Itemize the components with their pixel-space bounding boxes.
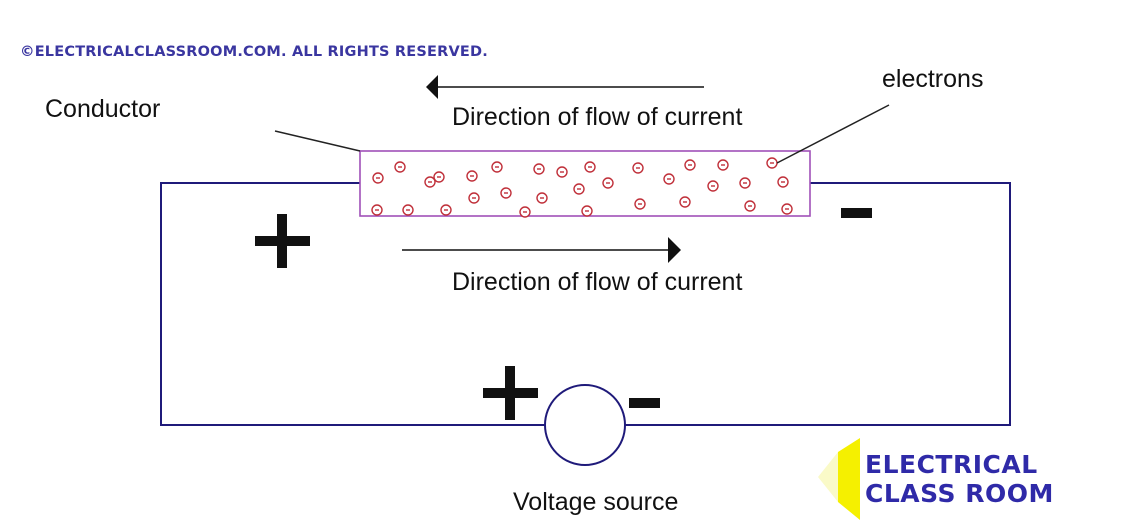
electron-icon bbox=[466, 170, 478, 182]
electron-icon bbox=[766, 157, 778, 169]
electron-icon bbox=[739, 177, 751, 189]
electron-icon bbox=[634, 198, 646, 210]
conductor-label: Conductor bbox=[45, 95, 161, 123]
electron-icon bbox=[519, 206, 531, 218]
electron-icon bbox=[684, 159, 696, 171]
electron-icon bbox=[581, 205, 593, 217]
electron-icon bbox=[707, 180, 719, 192]
current-arrow-top-head bbox=[426, 75, 438, 99]
electrons-label: electrons bbox=[882, 65, 984, 93]
electron-icon bbox=[717, 159, 729, 171]
electron-icon bbox=[679, 196, 691, 208]
current-arrow-bottom-head bbox=[668, 237, 681, 263]
electron-icon bbox=[491, 161, 503, 173]
electron-icon bbox=[556, 166, 568, 178]
electron-icon bbox=[584, 161, 596, 173]
electron-icon bbox=[440, 204, 452, 216]
electron-icon bbox=[468, 192, 480, 204]
electron-icon bbox=[394, 161, 406, 173]
minus-sign-circuit bbox=[841, 208, 872, 218]
voltage-source-circle bbox=[544, 384, 626, 466]
plus-sign-source bbox=[483, 366, 538, 420]
electron-icon bbox=[536, 192, 548, 204]
conductor-leader-line bbox=[274, 130, 361, 152]
electrons-group bbox=[371, 157, 793, 218]
electron-icon bbox=[573, 183, 585, 195]
electron-icon bbox=[433, 171, 445, 183]
electron-icon bbox=[781, 203, 793, 215]
electron-icon bbox=[602, 177, 614, 189]
copyright-notice: ©ELECTRICALCLASSROOM.COM. ALL RIGHTS RES… bbox=[20, 44, 488, 60]
circuit-wire bbox=[160, 182, 545, 426]
electron-icon bbox=[424, 176, 436, 188]
plus-sign-circuit bbox=[255, 214, 310, 268]
electrons-leader-line bbox=[776, 104, 890, 164]
logo-line-2: CLASS ROOM bbox=[865, 479, 1054, 508]
electron-icon bbox=[500, 187, 512, 199]
electron-icon bbox=[663, 173, 675, 185]
electron-icon bbox=[372, 172, 384, 184]
minus-sign-source bbox=[629, 398, 660, 408]
logo-arrow-icon bbox=[818, 438, 860, 520]
electron-icon bbox=[632, 162, 644, 174]
electron-icon bbox=[371, 204, 383, 216]
current-direction-label-bottom: Direction of flow of current bbox=[452, 268, 743, 296]
electron-icon bbox=[402, 204, 414, 216]
logo-line-1: ELECTRICAL bbox=[865, 450, 1038, 479]
current-direction-label-top: Direction of flow of current bbox=[452, 103, 743, 131]
electron-icon bbox=[777, 176, 789, 188]
voltage-source-label: Voltage source bbox=[513, 488, 679, 516]
electron-icon bbox=[744, 200, 756, 212]
electron-icon bbox=[533, 163, 545, 175]
circuit-wire-right bbox=[625, 182, 1011, 426]
